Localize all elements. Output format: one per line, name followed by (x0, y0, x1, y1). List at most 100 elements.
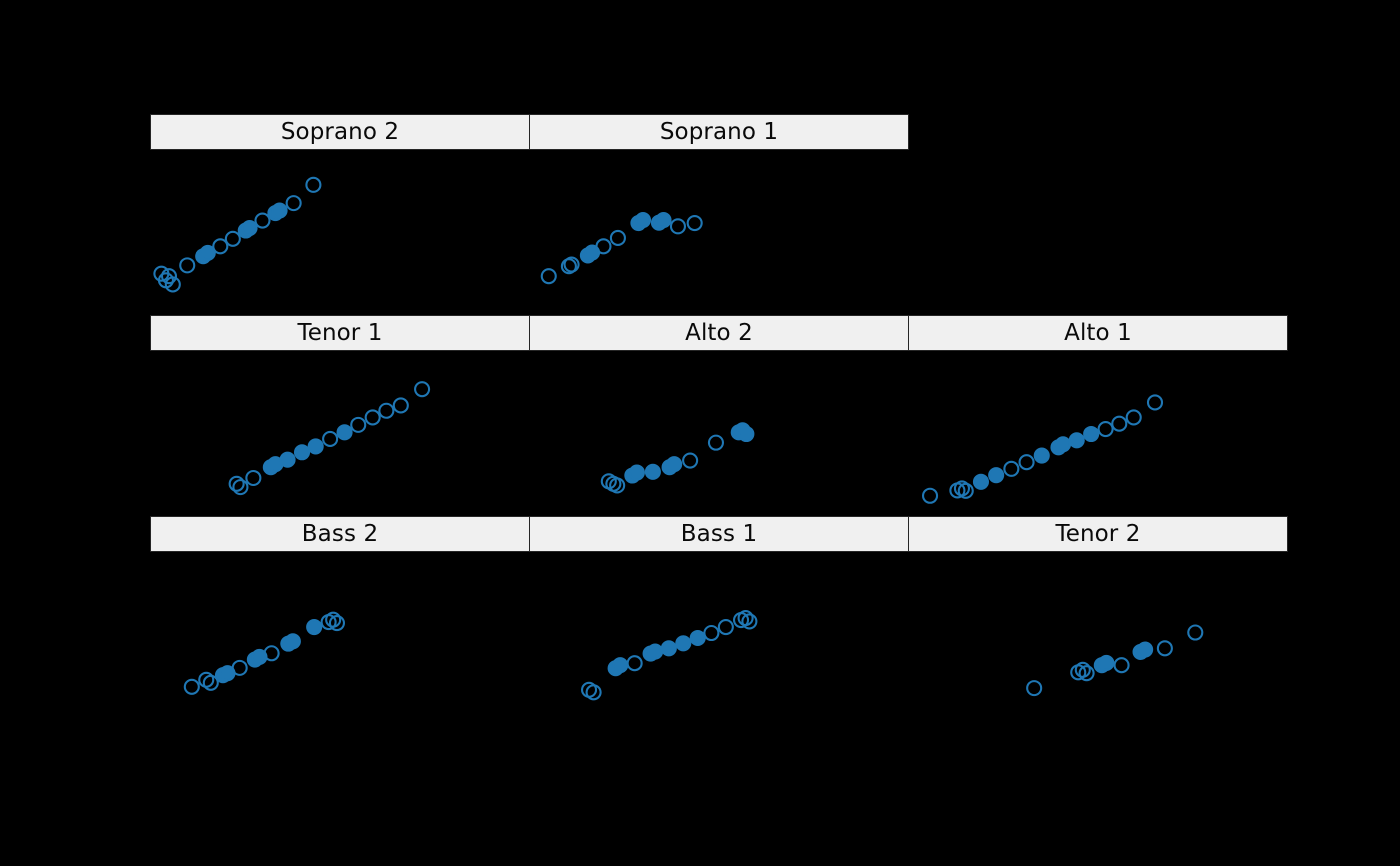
scatter-point (305, 176, 322, 193)
scatter-point (609, 229, 626, 247)
scatter-point (378, 402, 395, 419)
panel-title-tenor-1: Tenor 1 (297, 319, 383, 346)
scatter-point (307, 438, 324, 455)
panel-axes-alto-2 (529, 351, 909, 517)
facet-panel-alto-1: Alto 1 (908, 315, 1288, 517)
scatter-point (293, 444, 311, 461)
scatter-layer (1026, 624, 1204, 697)
scatter-point (1033, 447, 1050, 464)
scatter-point (540, 268, 557, 285)
scatter-point (284, 633, 301, 650)
scatter-point (1078, 665, 1095, 682)
scatter-point (285, 195, 302, 212)
facet-panel-tenor-1: Tenor 1 (150, 315, 530, 517)
panel-axes-soprano-2 (150, 150, 530, 316)
facet-panel-soprano-1: Soprano 1 (529, 114, 909, 316)
scatter-point (1187, 624, 1204, 641)
scatter-layer (153, 176, 322, 293)
scatter-point (224, 230, 241, 247)
panel-header-soprano-1: Soprano 1 (529, 114, 909, 150)
scatter-point (179, 257, 196, 274)
facet-panel-alto-2: Alto 2 (529, 315, 909, 517)
panel-axes-bass-1 (529, 552, 909, 718)
scatter-point (717, 618, 734, 636)
panel-axes-tenor-2 (908, 552, 1288, 718)
scatter-point (350, 416, 367, 433)
scatter-point (609, 477, 626, 494)
scatter-point (199, 244, 216, 261)
scatter-point (675, 635, 692, 652)
scatter-point (1068, 432, 1085, 449)
panel-header-tenor-1: Tenor 1 (150, 315, 530, 351)
scatter-point (414, 381, 431, 398)
panel-axes-soprano-1 (529, 150, 909, 316)
scatter-point (1111, 415, 1128, 432)
scatter-point (737, 610, 754, 627)
scatter-layer (921, 394, 1164, 504)
scatter-point (666, 456, 683, 473)
panel-axes-tenor-1 (150, 351, 530, 517)
scatter-point (1074, 661, 1091, 678)
panel-axes-alto-1 (908, 351, 1288, 517)
scatter-point (682, 452, 699, 469)
scatter-point (612, 657, 629, 674)
scatter-point (703, 624, 720, 642)
scatter-point (626, 655, 643, 672)
panel-header-alto-2: Alto 2 (529, 315, 909, 351)
scatter-point (231, 659, 248, 676)
scatter-point (1003, 460, 1020, 477)
scatter-point (279, 451, 296, 468)
scatter-point (1098, 654, 1115, 671)
scatter-point (585, 684, 602, 701)
scatter-point (1083, 425, 1100, 443)
scatter-layer (228, 381, 431, 496)
scatter-point (1146, 394, 1164, 411)
scatter-point (1137, 641, 1154, 658)
scatter-point (1113, 657, 1130, 674)
scatter-point (183, 678, 200, 695)
scatter-point (336, 424, 353, 441)
scatter-point (655, 212, 672, 229)
scatter-point (634, 212, 652, 229)
scatter-point (647, 643, 664, 660)
scatter-point (738, 425, 755, 443)
scatter-layer (183, 611, 346, 695)
scatter-point (644, 463, 661, 480)
scatter-layer (600, 422, 755, 494)
scatter-point (988, 467, 1005, 484)
panel-header-alto-1: Alto 1 (908, 315, 1288, 351)
scatter-point (595, 238, 612, 255)
scatter-point (957, 482, 974, 499)
scatter-layer (540, 212, 703, 285)
panel-header-soprano-2: Soprano 2 (150, 114, 530, 150)
scatter-point (164, 276, 181, 293)
scatter-point (563, 256, 580, 273)
scatter-point (325, 611, 342, 628)
scatter-layer (580, 610, 758, 701)
scatter-point (160, 268, 178, 285)
panel-header-bass-2: Bass 2 (150, 516, 530, 552)
scatter-point (686, 214, 703, 232)
facet-panel-bass-1: Bass 1 (529, 516, 909, 718)
panel-title-tenor-2: Tenor 2 (1055, 520, 1141, 547)
scatter-point (271, 202, 288, 219)
scatter-point (228, 475, 245, 492)
panel-title-alto-1: Alto 1 (1064, 319, 1132, 346)
scatter-point (263, 645, 280, 662)
scatter-point (1054, 436, 1072, 453)
panel-header-bass-1: Bass 1 (529, 516, 909, 552)
panel-title-bass-2: Bass 2 (301, 520, 379, 547)
panel-title-alto-2: Alto 2 (685, 319, 753, 346)
scatter-point (560, 258, 577, 275)
panel-title-bass-1: Bass 1 (680, 520, 758, 547)
scatter-point (306, 618, 323, 636)
scatter-point (1097, 420, 1114, 438)
scatter-point (1125, 409, 1142, 426)
scatter-point (628, 464, 645, 481)
panel-axes-bass-2 (150, 552, 530, 718)
scatter-point (254, 212, 271, 229)
scatter-point (972, 473, 990, 490)
scatter-point (322, 430, 339, 448)
panel-header-tenor-2: Tenor 2 (908, 516, 1288, 552)
